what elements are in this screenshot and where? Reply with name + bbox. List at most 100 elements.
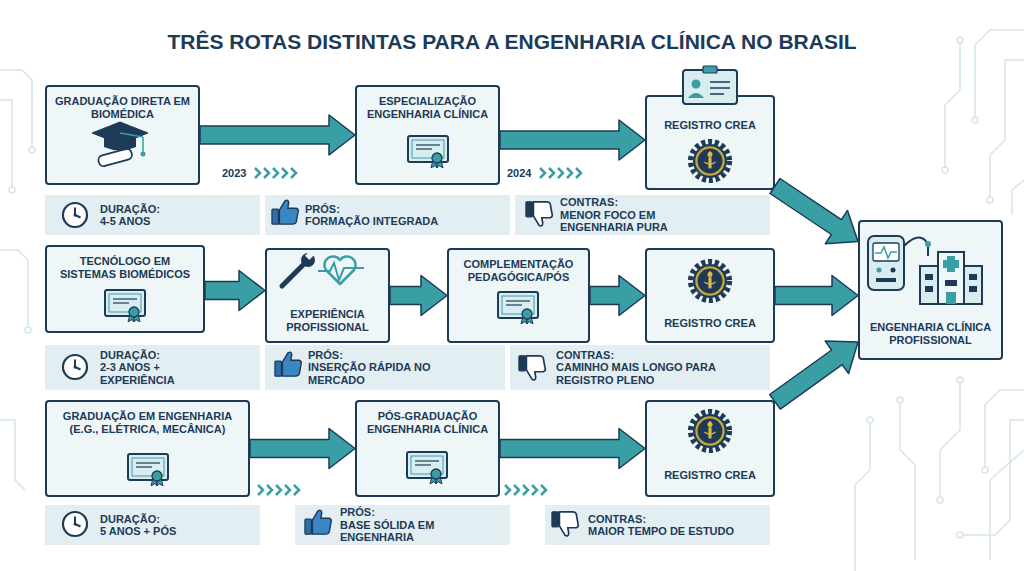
process-box: TECNÓLOGO EM SISTEMAS BIOMÉDICOS [45, 245, 205, 333]
info-band: PRÓS:INSERÇÃO RÁPIDA NO MERCADO [265, 345, 505, 390]
circuit-pad [867, 417, 873, 423]
band-heading: PRÓS: [308, 349, 343, 362]
chevron-marks [255, 168, 296, 178]
circuit-pad [937, 497, 943, 503]
circuit-trace [0, 100, 12, 190]
id-card-icon [710, 81, 730, 83]
band-heading: DURAÇÃO: [100, 513, 160, 526]
band-heading: PRÓS: [305, 203, 340, 216]
process-box: PÓS-GRADUAÇÃO ENGENHARIA CLÍNICA [355, 400, 500, 497]
circuit-pad [25, 327, 31, 333]
band-heading: DURAÇÃO: [100, 349, 160, 362]
band-heading: CONTRAS: [560, 196, 618, 209]
circuit-trace [0, 70, 32, 150]
process-box: EXPERIÊNCIA PROFISSIONAL [265, 248, 390, 343]
band-text: 4-5 ANOS [100, 215, 150, 228]
circuit-trace [940, 380, 960, 500]
circuit-trace [900, 400, 915, 560]
band-heading: CONTRAS: [556, 349, 614, 362]
box-label: GRADUAÇÃO EM ENGENHARIA (E.G., ELÉTRICA,… [53, 410, 242, 435]
band-text: MAIOR TEMPO DE ESTUDO [588, 525, 734, 538]
circuit-trace [0, 250, 28, 330]
id-card-icon [703, 66, 717, 73]
circuit-trace [960, 420, 1024, 535]
info-band: CONTRAS:MAIOR TEMPO DE ESTUDO [545, 505, 770, 545]
box-label: ESPECIALIZAÇÃO ENGENHARIA CLÍNICA [363, 95, 492, 120]
flow-arrow [775, 276, 858, 316]
info-band: CONTRAS:MENOR FOCO EM ENGENHARIA PURA [515, 195, 770, 235]
circuit-pad [957, 532, 963, 538]
flow-arrow [250, 429, 355, 469]
circuit-pad [972, 117, 978, 123]
info-band: PRÓS:FORMAÇÃO INTEGRADA [265, 195, 510, 235]
flow-arrow-shape [200, 115, 355, 155]
flow-arrow [500, 429, 645, 469]
circuit-trace [945, 40, 960, 170]
circuit-trace [990, 60, 1024, 200]
circuit-pad [957, 37, 963, 43]
circuit-pad [942, 167, 948, 173]
flow-arrow-shape [590, 276, 645, 316]
flow-arrow-shape [250, 429, 355, 469]
circuit-pad [957, 377, 963, 383]
flow-arrow-shape [770, 341, 858, 409]
flow-arrow-shape [390, 276, 447, 316]
box-label: REGISTRO CREA [664, 119, 756, 132]
band-text: FORMAÇÃO INTEGRADA [305, 215, 438, 228]
band-heading: CONTRAS: [588, 513, 646, 526]
flow-arrow-shape [500, 429, 645, 469]
id-card-icon [692, 80, 701, 89]
band-text: INSERÇÃO RÁPIDA NO MERCADO [308, 361, 433, 386]
flow-arrow [390, 276, 447, 316]
circuit-pad [9, 187, 15, 193]
process-box: GRADUAÇÃO DIRETA EM BIOMÉDICA [45, 85, 200, 185]
band-text: 2-3 ANOS + EXPERIÊNCIA [100, 361, 195, 386]
chevron-marks [258, 485, 299, 495]
circuit-trace [1012, 180, 1024, 215]
box-label: COMPLEMENTAÇÃO PEDAGÓGICA/PÓS [455, 258, 582, 283]
circuit-trace [985, 390, 1024, 470]
flow-arrow-shape [205, 271, 265, 311]
diagram-title: TRÊS ROTAS DISTINTAS PARA A ENGENHARIA C… [0, 30, 1024, 54]
info-band: PRÓS:BASE SÓLIDA EM ENGENHARIA [295, 505, 510, 545]
flow-arrow [200, 115, 355, 155]
box-label: EXPERIÊNCIA PROFISSIONAL [273, 308, 382, 333]
info-band: DURAÇÃO:2-3 ANOS + EXPERIÊNCIA [45, 345, 260, 390]
box-label: REGISTRO CREA [664, 469, 756, 482]
process-box: ENGENHARIA CLÍNICA PROFISSIONAL [858, 220, 1003, 360]
circuit-trace [855, 420, 870, 571]
band-text: CAMINHO MAIS LONGO PARA REGISTRO PLENO [556, 361, 716, 386]
flow-arrow [770, 179, 858, 244]
band-text: 5 ANOS + PÓS [100, 525, 176, 538]
circuit-trace [0, 30, 1024, 571]
process-box: COMPLEMENTAÇÃO PEDAGÓGICA/PÓS [447, 248, 590, 343]
circuit-pad [897, 397, 903, 403]
band-text: BASE SÓLIDA EM ENGENHARIA [340, 519, 460, 544]
process-box: ESPECIALIZAÇÃO ENGENHARIA CLÍNICA [355, 85, 500, 185]
box-label: PÓS-GRADUAÇÃO ENGENHARIA CLÍNICA [363, 410, 492, 435]
process-box: REGISTRO CREA [645, 95, 775, 190]
info-band: CONTRAS:CAMINHO MAIS LONGO PARA REGISTRO… [510, 345, 770, 390]
process-box: REGISTRO CREA [645, 400, 775, 497]
year-label: 2024 [507, 167, 531, 179]
flow-arrow-shape [775, 276, 858, 316]
circuit-trace [990, 450, 1024, 560]
flow-arrow [500, 120, 645, 160]
circuit-pad [9, 37, 993, 538]
chevron-marks [505, 485, 546, 495]
process-box: REGISTRO CREA [645, 248, 775, 343]
flow-arrow [770, 341, 858, 409]
circuit-trace [975, 30, 1024, 120]
circuit-pad [982, 467, 988, 473]
circuit-pad [987, 197, 993, 203]
band-text: MENOR FOCO EM ENGENHARIA PURA [560, 209, 685, 234]
box-label: GRADUAÇÃO DIRETA EM BIOMÉDICA [53, 95, 192, 120]
circuit-pad [29, 147, 35, 153]
box-label: REGISTRO CREA [664, 317, 756, 330]
process-box: GRADUAÇÃO EM ENGENHARIA (E.G., ELÉTRICA,… [45, 400, 250, 497]
box-label: TECNÓLOGO EM SISTEMAS BIOMÉDICOS [53, 255, 197, 280]
chevron-marks [540, 168, 581, 178]
box-label: ENGENHARIA CLÍNICA PROFISSIONAL [866, 321, 995, 346]
flow-arrow [590, 276, 645, 316]
